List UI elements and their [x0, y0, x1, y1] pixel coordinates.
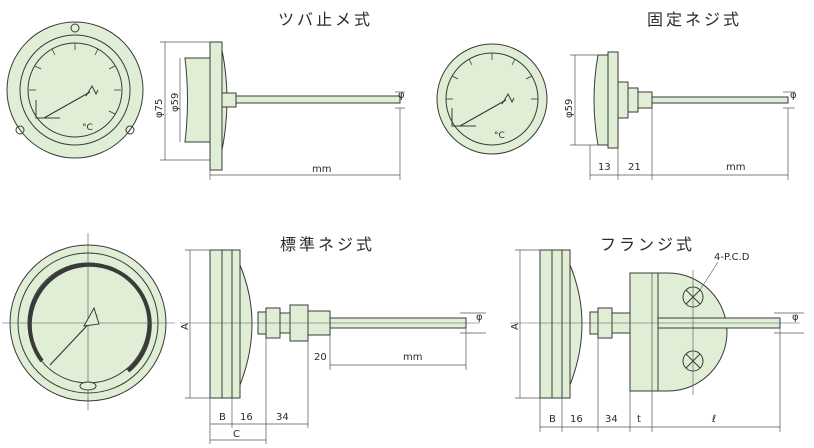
side-view-hyojun-neji: A B 16 34 C 20 mm φ	[180, 249, 486, 444]
dim-21: 21	[628, 162, 641, 173]
dial-unit: °C	[494, 131, 505, 141]
dial-unit: °C	[82, 123, 93, 133]
side-view-kotei-neji: φ59 13 21 mm φ	[564, 51, 797, 180]
dim-B-2: B	[549, 414, 556, 425]
dim-A-2: A	[510, 323, 521, 330]
dim-phi-4: φ	[792, 312, 799, 323]
mount-hole-icon	[125, 125, 135, 135]
title-tsuba-tome: ツバ止メ式	[278, 10, 373, 29]
dim-phi-2: φ	[790, 90, 797, 101]
needle-icon	[459, 99, 507, 127]
dim-phi-1: φ	[398, 90, 405, 101]
reset-knob-icon	[79, 381, 97, 391]
dim-20: 20	[314, 352, 327, 363]
title-kotei-neji: 固定ネジ式	[647, 10, 742, 29]
title-flange: フランジ式	[600, 235, 695, 254]
dim-phi59-b: φ59	[564, 99, 575, 118]
dim-mm-1: mm	[312, 164, 331, 175]
needle-icon	[43, 91, 91, 119]
dim-16-a: 16	[240, 412, 253, 423]
dim-phi75: φ75	[154, 99, 165, 118]
dim-phi59: φ59	[170, 93, 181, 112]
dim-16-b: 16	[570, 414, 583, 425]
title-hyojun-neji: 標準ネジ式	[280, 235, 375, 254]
mount-hole-icon	[70, 23, 80, 33]
front-view-tsuba-tome: °C	[6, 21, 144, 159]
dim-C-1: C	[233, 429, 240, 440]
dim-34-b: 34	[605, 414, 618, 425]
dim-mm-3: mm	[403, 352, 422, 363]
dim-A-1: A	[180, 323, 191, 330]
side-view-flange: A B 16 34 t ℓ 4-P.C.D φ	[510, 249, 804, 432]
dim-B-1: B	[219, 412, 226, 423]
dim-ell: ℓ	[712, 414, 716, 425]
pcd-label: 4-P.C.D	[714, 252, 750, 263]
dim-34-a: 34	[276, 412, 289, 423]
dim-phi-3: φ	[476, 312, 483, 323]
side-view-tsuba-tome: φ75 φ59 mm φ	[154, 41, 405, 180]
mount-hole-icon	[15, 125, 25, 135]
front-view-hyojun-neji	[2, 233, 175, 410]
dim-13: 13	[598, 162, 611, 173]
dim-mm-2: mm	[726, 162, 745, 173]
front-view-kotei-neji: °C	[436, 43, 548, 155]
dim-t: t	[637, 414, 641, 425]
